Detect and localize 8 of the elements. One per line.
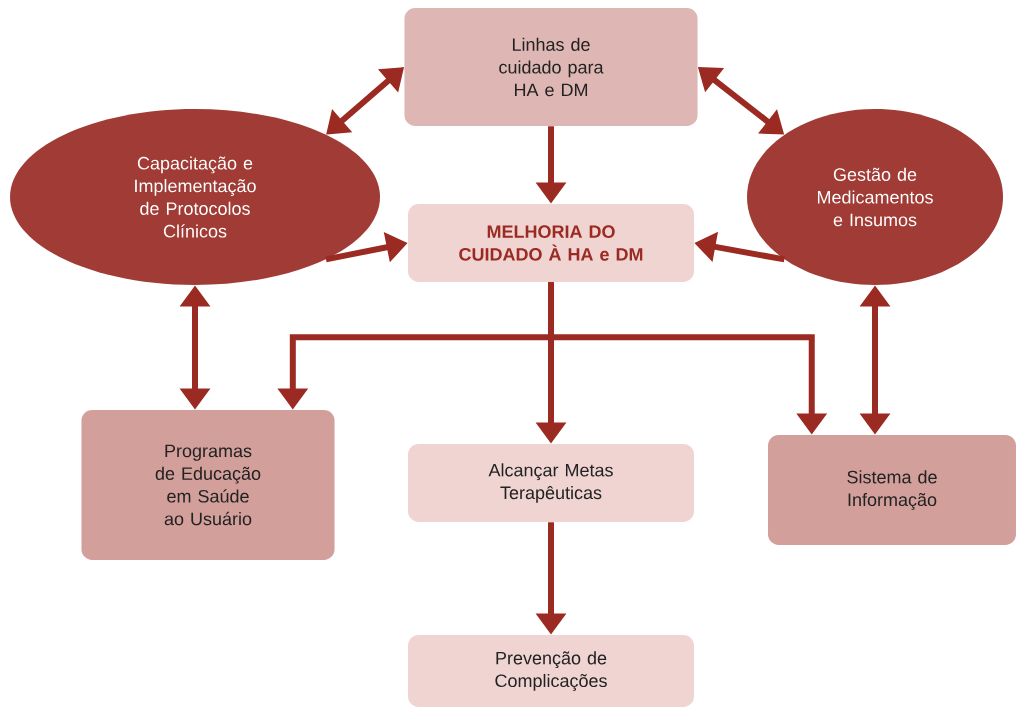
process-box: MELHORIA DO CUIDADO À HA e DM [408, 204, 694, 282]
process-box: Programas de Educação em Saúde ao Usuário [81, 410, 335, 560]
process-box: Sistema de Informação [768, 435, 1016, 545]
process-box: Prevenção de Complicações [408, 635, 694, 707]
process-box: Linhas de cuidado para HA e DM [404, 8, 698, 126]
oval-node: Capacitação e Implementação de Protocolos Clínicos [10, 109, 380, 285]
process-box: Alcançar Metas Terapêuticas [408, 444, 694, 522]
oval-node: Gestão de Medicamentos e Insumos [747, 109, 1003, 285]
